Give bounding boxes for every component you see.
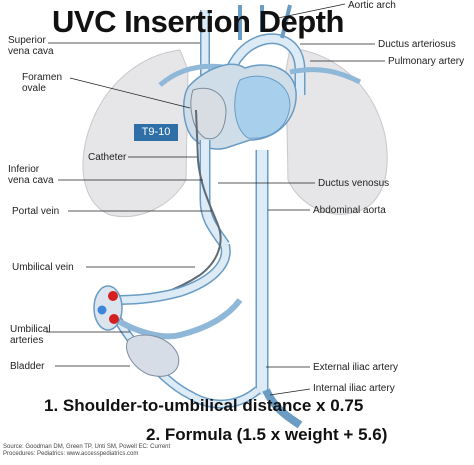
label-superior-vena-cava: Superior vena cava — [8, 35, 54, 57]
label-ductus-venosus: Ductus venosus — [318, 178, 390, 189]
label-portal-vein: Portal vein — [12, 206, 60, 217]
umbilical-vein-dot — [97, 305, 107, 315]
source-line: Procedures: Pediatrics: www.accesspediat… — [3, 451, 139, 457]
label-internal-iliac-artery: Internal iliac artery — [313, 383, 395, 394]
label-line: Inferior — [8, 164, 40, 175]
label-line: vena cava — [8, 46, 54, 57]
right-atrium — [190, 88, 227, 140]
bladder — [126, 334, 180, 377]
label-bladder: Bladder — [10, 361, 45, 372]
diagram-title: UVC Insertion Depth — [52, 4, 344, 39]
vertebral-level-badge: T9-10 — [134, 124, 178, 141]
method-shoulder-umbilical: 1. Shoulder-to-umbilical distance x 0.75 — [44, 396, 364, 415]
source-citation: Source: Goodman DM, Green TP, Unti SM, P… — [3, 444, 170, 458]
label-inferior-vena-cava: Inferior vena cava — [8, 164, 54, 186]
label-line: Foramen — [22, 72, 63, 83]
label-external-iliac-artery: External iliac artery — [313, 362, 399, 373]
right-ventricle — [234, 75, 291, 139]
label-catheter: Catheter — [88, 152, 127, 163]
umbilical-artery-dot-top — [108, 291, 118, 301]
label-line: arteries — [10, 335, 44, 346]
label-umbilical-arteries: Umbilical arteries — [10, 324, 51, 346]
right-lung — [285, 47, 388, 215]
label-pulmonary-artery: Pulmonary artery — [388, 56, 465, 67]
method-weight-formula: 2. Formula (1.5 x weight + 5.6) — [146, 425, 388, 444]
label-ductus-arteriosus: Ductus arteriosus — [378, 39, 456, 50]
label-line: ovale — [22, 83, 46, 94]
iliac-right — [262, 388, 303, 429]
label-aortic-arch: Aortic arch — [348, 0, 396, 11]
umbilical-artery-path — [118, 298, 243, 340]
label-abdominal-aorta: Abdominal aorta — [313, 205, 386, 216]
label-foramen-ovale: Foramen ovale — [22, 72, 62, 94]
label-line: Superior — [8, 35, 46, 46]
label-line: vena cava — [8, 175, 54, 186]
leader-lines — [46, 3, 385, 396]
label-umbilical-vein: Umbilical vein — [12, 262, 74, 273]
label-line: Umbilical — [10, 324, 51, 335]
umbilical-artery-dot-bottom — [109, 314, 119, 324]
source-line: Source: Goodman DM, Green TP, Unti SM, P… — [3, 444, 171, 450]
